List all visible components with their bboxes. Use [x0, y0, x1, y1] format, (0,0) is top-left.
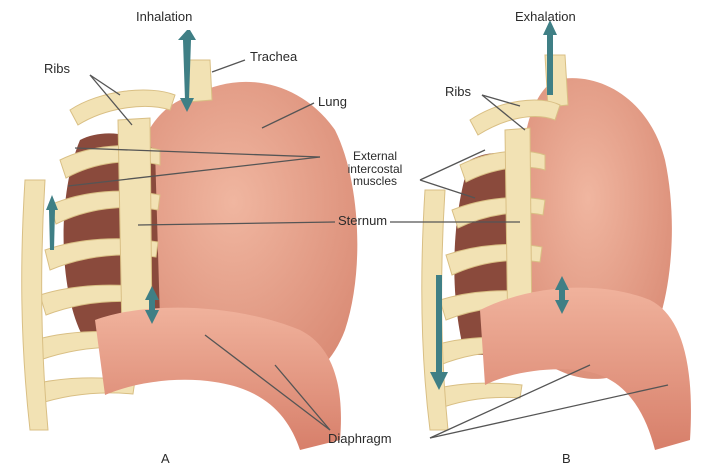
sternum-label: Sternum: [338, 214, 387, 227]
ribs-label-b: Ribs: [445, 85, 471, 98]
panel-b-letter: B: [562, 452, 571, 465]
ribs-b-leader-1: [482, 95, 520, 106]
panel-a-letter: A: [161, 452, 170, 465]
exhalation-heading: Exhalation: [515, 10, 576, 23]
trachea-leader: [212, 60, 245, 72]
panel-a-illustration: [22, 30, 358, 450]
diaphragm-b: [480, 288, 691, 450]
muscles-line-3: muscles: [327, 175, 423, 188]
muscles-line-1: External: [327, 150, 423, 163]
lung-label: Lung: [318, 95, 347, 108]
trachea-label: Trachea: [250, 50, 297, 63]
inhalation-heading: Inhalation: [136, 10, 192, 23]
intercostal-muscles-label: External intercostal muscles: [327, 150, 423, 188]
ribs-label-a: Ribs: [44, 62, 70, 75]
diaphragm-label: Diaphragm: [328, 432, 392, 445]
